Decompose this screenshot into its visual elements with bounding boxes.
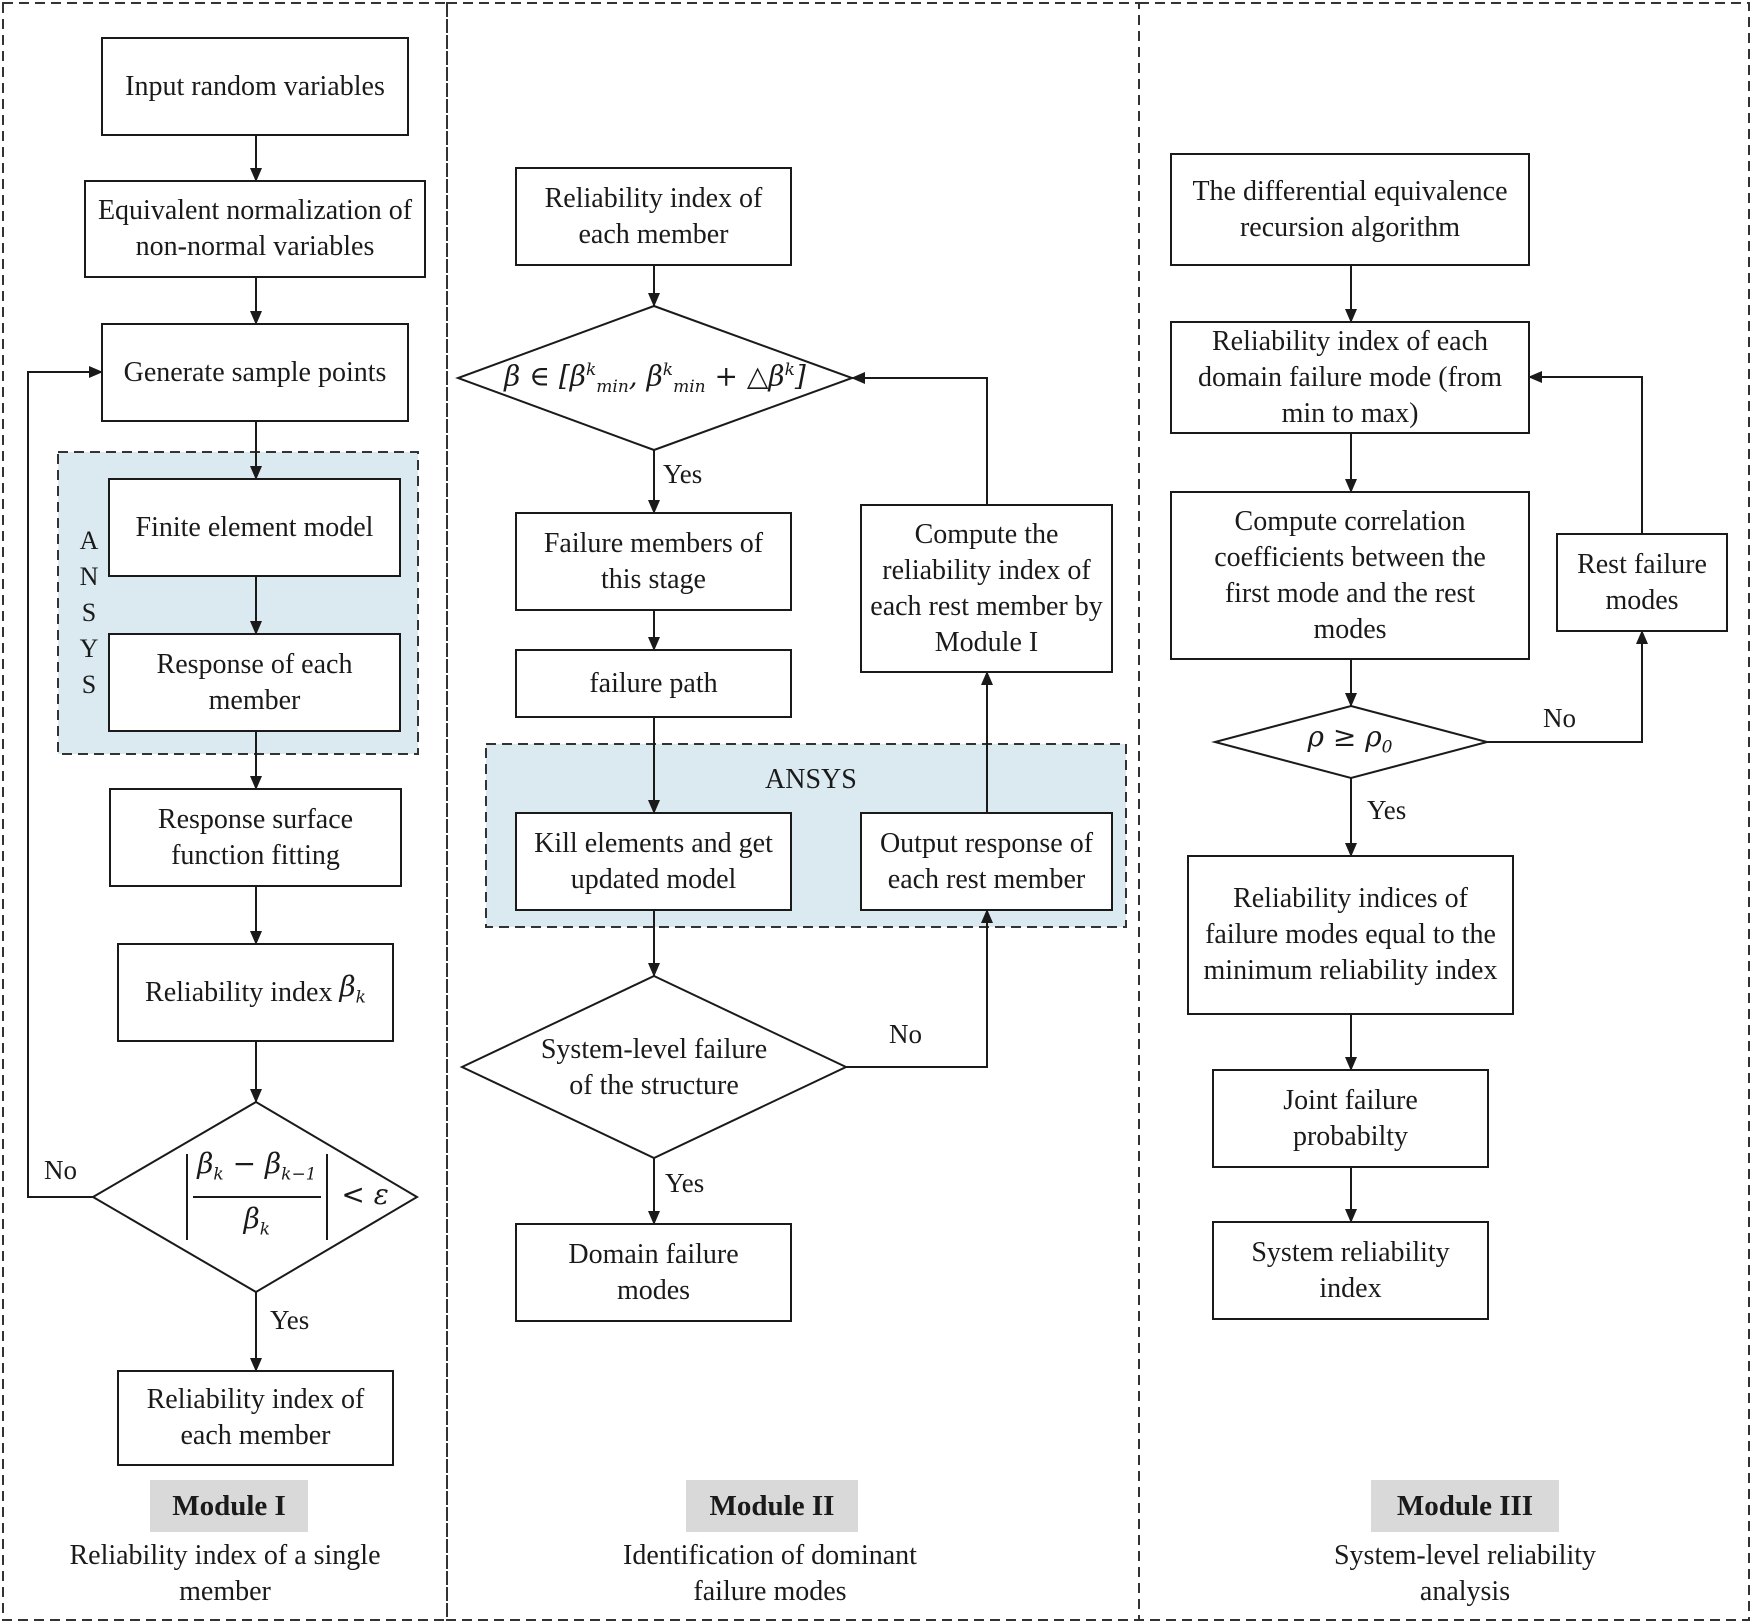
m3-joint-box	[1212, 1069, 1489, 1168]
rho-expression: ρ ≥ ρ0	[1307, 719, 1393, 758]
m1-result-box	[117, 1370, 394, 1466]
m1-rsfit-box	[109, 788, 402, 887]
m3-rel-domain-text: Reliability index of each domain failure…	[1197, 325, 1502, 429]
m2-kill-box	[515, 812, 792, 911]
m2-ansys-label: ANSYS	[765, 764, 857, 795]
m3-rel-domain-box	[1170, 321, 1530, 434]
m3-system-text: System reliability index	[1251, 1236, 1450, 1304]
m1-response-box	[108, 633, 401, 732]
m1-rsfit-text: Response surface function fitting	[157, 803, 354, 871]
m1-normalization-box	[84, 180, 426, 278]
m2-domain-text: Domain failure modes	[568, 1238, 739, 1306]
m2-yes2-label: Yes	[665, 1168, 705, 1198]
m1-input-text: Input random variables	[125, 70, 385, 102]
module-2-panel	[446, 2, 1140, 1621]
m2-rel-each-box	[515, 167, 792, 266]
m3-algorithm-box	[1170, 153, 1530, 266]
module-3-badge: Module III	[1371, 1480, 1559, 1532]
m1-arrow-no-loop	[27, 366, 103, 1198]
m2-failure-path-box	[515, 649, 792, 718]
m3-correlation-box	[1170, 491, 1530, 660]
m1-response-text: Response of each member	[156, 648, 353, 716]
m2-compute-text: Compute the reliability index of each re…	[870, 518, 1103, 658]
m3-correlation-text: Compute correlation coefficients between…	[1214, 505, 1486, 645]
m3-joint-text: Joint failure probabilty	[1283, 1084, 1418, 1152]
m3-equal-box	[1187, 855, 1514, 1015]
m3-rho-formula: ρ ≥ ρ0	[1250, 720, 1450, 764]
m2-arrow-compute-diamond	[851, 372, 988, 505]
m1-sample-text: Generate sample points	[123, 356, 387, 388]
beta-k-symbol: βk	[339, 970, 366, 1008]
m1-result-text: Reliability index of each member	[146, 1384, 365, 1451]
m3-system-box	[1212, 1221, 1489, 1320]
module-1-badge: Module I	[150, 1480, 308, 1532]
m2-rel-each-text: Reliability index of each member	[544, 182, 763, 250]
m2-output-text: Output response of each rest member	[879, 827, 1094, 895]
m2-failure-members-box	[515, 512, 792, 611]
m2-kill-text: Kill elements and get updated model	[534, 827, 773, 895]
m1-relindex-box	[117, 943, 394, 1042]
m1-fem-box	[108, 478, 401, 577]
module-1-description: Reliability index of a single member	[69, 1540, 381, 1607]
m3-no-label: No	[1543, 703, 1576, 733]
beta-range-expression: β ∈ [βkmin, βkmin + △βk]	[504, 358, 806, 397]
m2-no-label: No	[889, 1019, 922, 1049]
m3-yes-label: Yes	[1367, 795, 1407, 825]
module-3-description: System-level reliability analysis	[1333, 1540, 1597, 1607]
m1-yes-label: Yes	[270, 1305, 310, 1335]
module-2-description: Identification of dominant failure modes	[623, 1540, 917, 1607]
module-3-panel	[1138, 2, 1750, 1621]
m1-relindex-text: Reliability index βk	[118, 944, 393, 1041]
m1-no-label: No	[44, 1155, 77, 1185]
m2-system-failure-text: System-level failure of the structure	[540, 1034, 768, 1101]
m3-rest-text: Rest failure modes	[1577, 548, 1707, 616]
m1-input-box	[101, 37, 409, 136]
m1-fem-text: Finite element model	[135, 511, 374, 543]
m3-equal-text: Reliability indices of failure modes equ…	[1203, 883, 1498, 986]
m3-algorithm-text: The differential equivalence recursion a…	[1192, 175, 1508, 243]
m1-ansys-vertical-label: A N S Y S	[79, 526, 99, 699]
m2-failure-members-text: Failure members of this stage	[543, 527, 764, 595]
m1-relindex-label: Reliability index	[145, 976, 333, 1008]
m1-normalization-text: Equivalent normalization of non-normal v…	[97, 195, 413, 262]
m3-arrow-no-rest	[1487, 630, 1648, 743]
m2-arrow-no-output	[846, 909, 993, 1068]
m3-arrow-rest-reldomain	[1528, 371, 1643, 534]
m2-failure-path-text: failure path	[589, 667, 718, 699]
m3-rest-box	[1556, 533, 1728, 632]
m2-beta-range-formula: β ∈ [βkmin, βkmin + △βk]	[480, 350, 830, 406]
module-2-badge: Module II	[686, 1480, 858, 1532]
m2-yes1-label: Yes	[663, 459, 703, 489]
m2-domain-box	[515, 1223, 792, 1322]
